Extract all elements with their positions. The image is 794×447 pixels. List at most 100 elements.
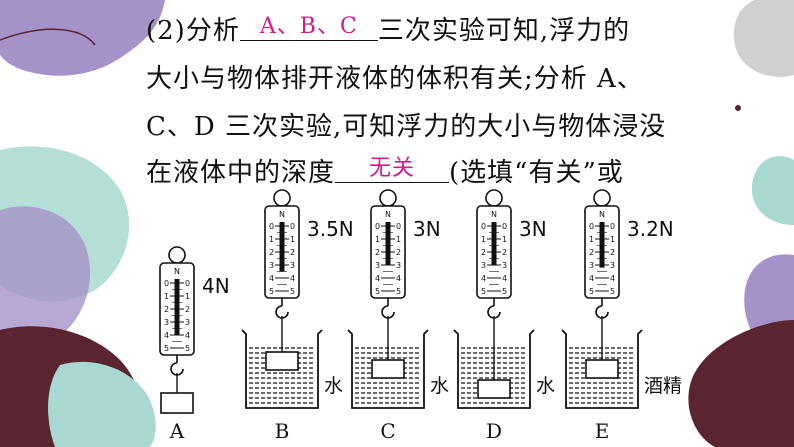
tick-label-right: 4 xyxy=(185,331,190,340)
tick-label-right: 2 xyxy=(502,248,507,257)
tick-label-right: 0 xyxy=(502,222,507,231)
block xyxy=(265,351,299,371)
tick-label-left: 2 xyxy=(164,305,169,314)
tick-label-right: 1 xyxy=(502,235,507,244)
tick-label-left: 1 xyxy=(589,235,594,244)
tick-label-left: 0 xyxy=(269,222,274,231)
force-reading: 3.2N xyxy=(627,217,674,241)
maroon-blob-bottom-right xyxy=(688,320,794,447)
tick-label-right: 4 xyxy=(396,274,401,283)
scale-unit-label: N xyxy=(174,267,180,276)
spring-indicator xyxy=(279,222,285,272)
answer-blank-1: A、B、C xyxy=(239,10,378,41)
tick-label-left: 5 xyxy=(269,287,274,296)
hook xyxy=(381,305,395,319)
question-line-2: 大小与物体排开液体的体积有关;分析 A、 xyxy=(146,64,644,94)
tick-label-right: 0 xyxy=(610,222,615,231)
tick-label-left: 0 xyxy=(164,279,169,288)
scale-unit-label: N xyxy=(599,210,605,219)
setup-label: D xyxy=(486,419,502,443)
tick-label-right: 3 xyxy=(185,318,190,327)
tick-label-left: 4 xyxy=(164,331,169,340)
tick-label-right: 2 xyxy=(185,305,190,314)
tick-label-right: 5 xyxy=(502,287,507,296)
scale-unit-label: N xyxy=(385,210,391,219)
tick-label-right: 0 xyxy=(396,222,401,231)
dot-decoration xyxy=(735,105,741,111)
beaker xyxy=(453,329,535,409)
line4-suffix: (选填“有关”或 xyxy=(449,158,624,188)
block xyxy=(585,359,619,379)
question-line-4: 在液体中的深度无关(选填“有关”或 xyxy=(146,152,624,189)
tick-label-right: 4 xyxy=(610,274,615,283)
tick-label-left: 5 xyxy=(164,344,169,353)
tick-label-left: 1 xyxy=(375,235,380,244)
tick-label-right: 0 xyxy=(290,222,295,231)
tick-label-left: 4 xyxy=(375,274,380,283)
spring-indicator xyxy=(491,222,497,265)
block xyxy=(160,392,194,414)
tick-label-left: 1 xyxy=(481,235,486,244)
question-line-3: C、D 三次实验,可知浮力的大小与物体浸没 xyxy=(146,112,667,142)
scale-ring xyxy=(379,189,397,207)
liquid-label: 水 xyxy=(430,375,449,397)
gray-blob-top-right xyxy=(733,0,794,77)
answer-1: A、B、C xyxy=(259,14,358,39)
purple-blob-top-left xyxy=(0,0,165,76)
tick-label-left: 0 xyxy=(375,222,380,231)
hook xyxy=(595,305,609,319)
tick-label-right: 3 xyxy=(396,261,401,270)
scale-ring xyxy=(273,189,291,207)
force-reading: 3N xyxy=(413,217,441,241)
spring-indicator xyxy=(599,222,605,268)
setup-label: E xyxy=(595,419,610,443)
scale-unit-label: N xyxy=(491,210,497,219)
scale-unit-label: N xyxy=(279,210,285,219)
setup-label: C xyxy=(380,419,395,443)
answer-blank-2: 无关 xyxy=(335,152,450,183)
block xyxy=(371,359,405,379)
beaker xyxy=(347,329,429,409)
tick-label-left: 5 xyxy=(481,287,486,296)
tick-label-right: 2 xyxy=(396,248,401,257)
scale-ring xyxy=(168,246,186,264)
tick-label-left: 3 xyxy=(269,261,274,270)
liquid-label: 水 xyxy=(536,375,555,397)
liquid-label: 水 xyxy=(324,375,343,397)
scale-ring xyxy=(485,189,503,207)
line4-prefix: 在液体中的深度 xyxy=(146,158,336,188)
tick-label-right: 3 xyxy=(610,261,615,270)
tick-label-left: 2 xyxy=(269,248,274,257)
line1-prefix: (2)分析 xyxy=(146,16,240,46)
force-reading: 3.5N xyxy=(307,217,354,241)
tick-label-left: 3 xyxy=(375,261,380,270)
tick-label-left: 3 xyxy=(589,261,594,270)
tick-label-right: 0 xyxy=(185,279,190,288)
tick-label-right: 5 xyxy=(396,287,401,296)
tick-label-left: 3 xyxy=(164,318,169,327)
tick-label-right: 5 xyxy=(185,344,190,353)
liquid-label: 酒精 xyxy=(644,375,682,397)
tick-label-left: 5 xyxy=(375,287,380,296)
tick-label-left: 4 xyxy=(589,274,594,283)
tick-label-right: 1 xyxy=(610,235,615,244)
beaker xyxy=(561,329,643,409)
tick-label-right: 4 xyxy=(502,274,507,283)
tick-label-left: 0 xyxy=(481,222,486,231)
line1-suffix: 三次实验可知,浮力的 xyxy=(377,16,631,46)
tick-label-right: 3 xyxy=(290,261,295,270)
tick-label-right: 2 xyxy=(290,248,295,257)
spring-indicator xyxy=(174,279,180,335)
tick-label-left: 1 xyxy=(269,235,274,244)
setup-label: B xyxy=(275,419,290,443)
question-line-1: (2)分析 A、B、C 三次实验可知,浮力的 xyxy=(146,10,630,47)
tick-label-right: 4 xyxy=(290,274,295,283)
tick-label-right: 5 xyxy=(610,287,615,296)
tick-label-left: 5 xyxy=(589,287,594,296)
tick-label-left: 4 xyxy=(481,274,486,283)
